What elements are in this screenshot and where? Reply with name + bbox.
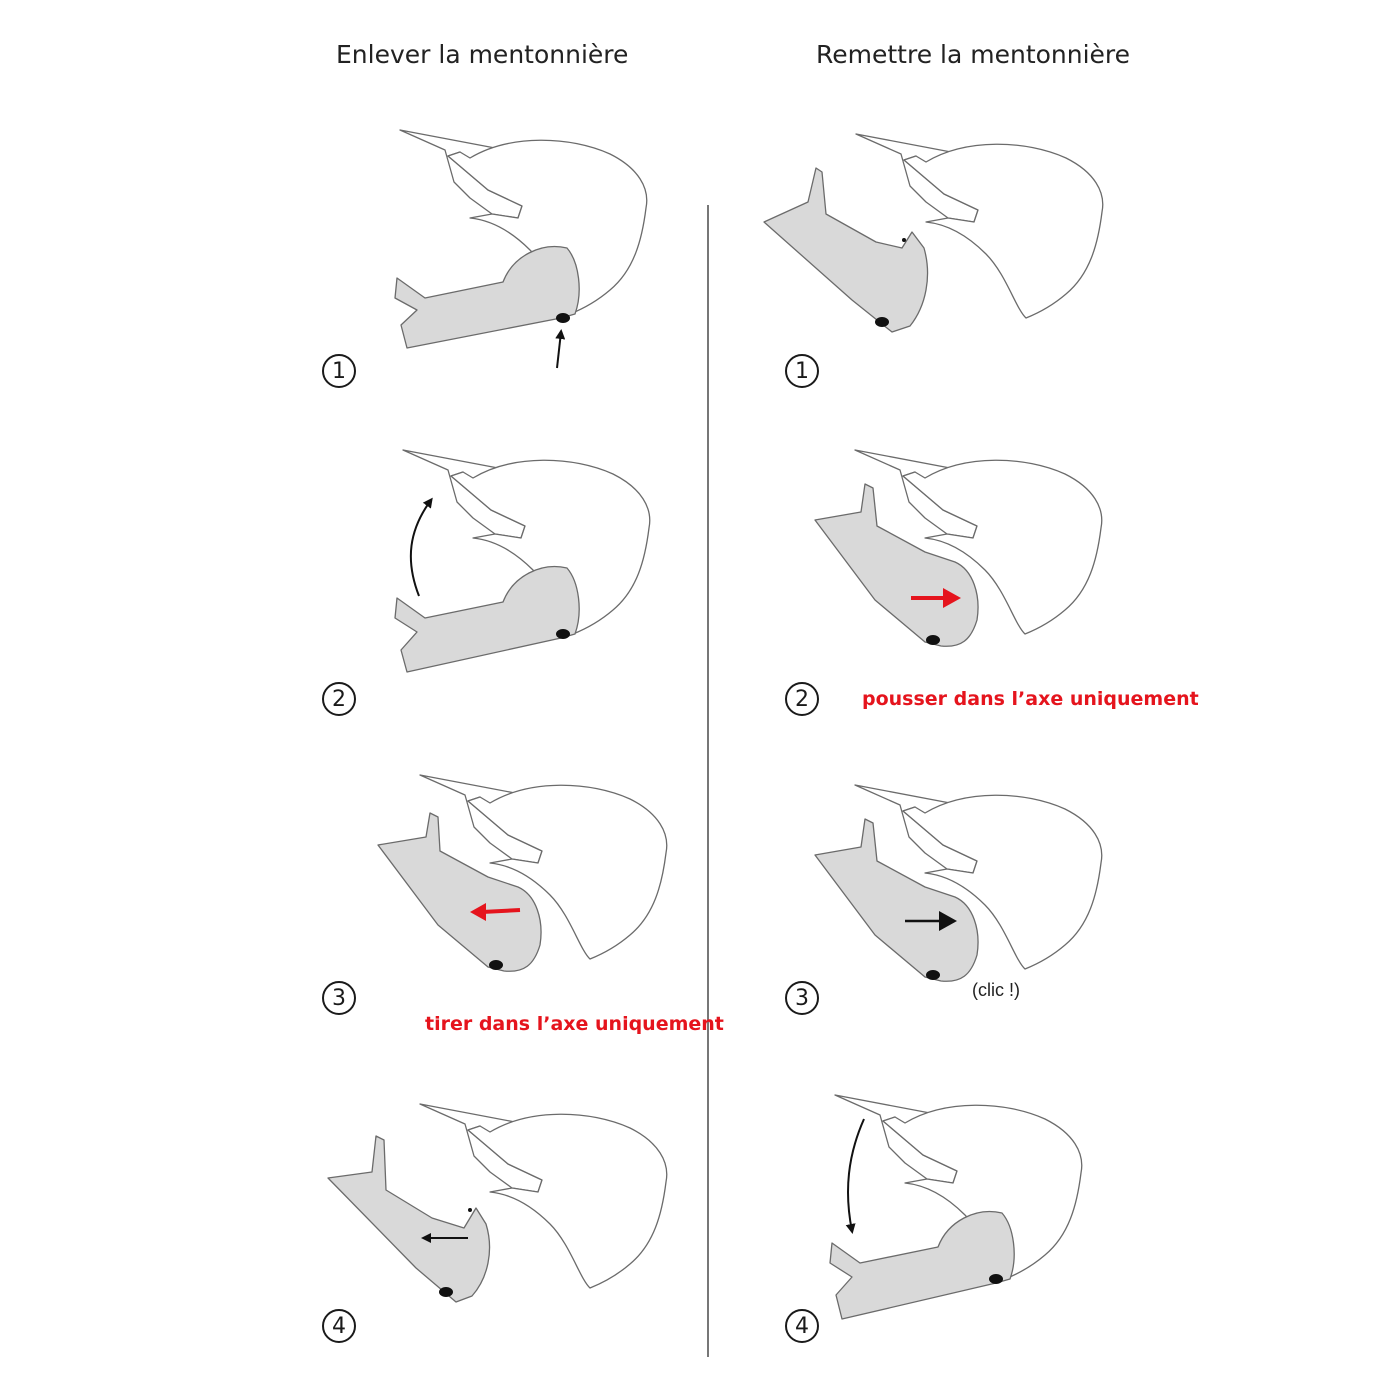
helmet-left-step4 (327, 1103, 668, 1303)
helmet-left-step3 (377, 774, 668, 972)
step-number-left-1: 1 (322, 354, 356, 388)
column-divider (707, 205, 709, 1357)
helmet-right-step1 (763, 133, 1104, 333)
right-step3-click-note: (clic !) (972, 980, 1020, 1000)
left-column-title: Enlever la mentonnière (336, 40, 629, 69)
step-number-left-4: 4 (322, 1309, 356, 1343)
helmet-right-step3 (814, 784, 1103, 982)
right-column-title: Remettre la mentonnière (816, 40, 1131, 69)
step-number-left-2: 2 (322, 682, 356, 716)
helmet-left-step2 (394, 449, 651, 673)
step-number-right-1: 1 (785, 354, 819, 388)
step-number-right-4: 4 (785, 1309, 819, 1343)
left-step3-note: tirer dans l’axe uniquement (425, 1013, 724, 1035)
step-number-right-3: 3 (785, 981, 819, 1015)
helmet-right-step4 (829, 1094, 1083, 1320)
right-step2-note: pousser dans l’axe uniquement (862, 688, 1199, 710)
step-number-left-3: 3 (322, 981, 356, 1015)
step-number-right-2: 2 (785, 682, 819, 716)
helmet-right-step2 (814, 449, 1103, 647)
helmet-left-step1 (394, 129, 648, 369)
